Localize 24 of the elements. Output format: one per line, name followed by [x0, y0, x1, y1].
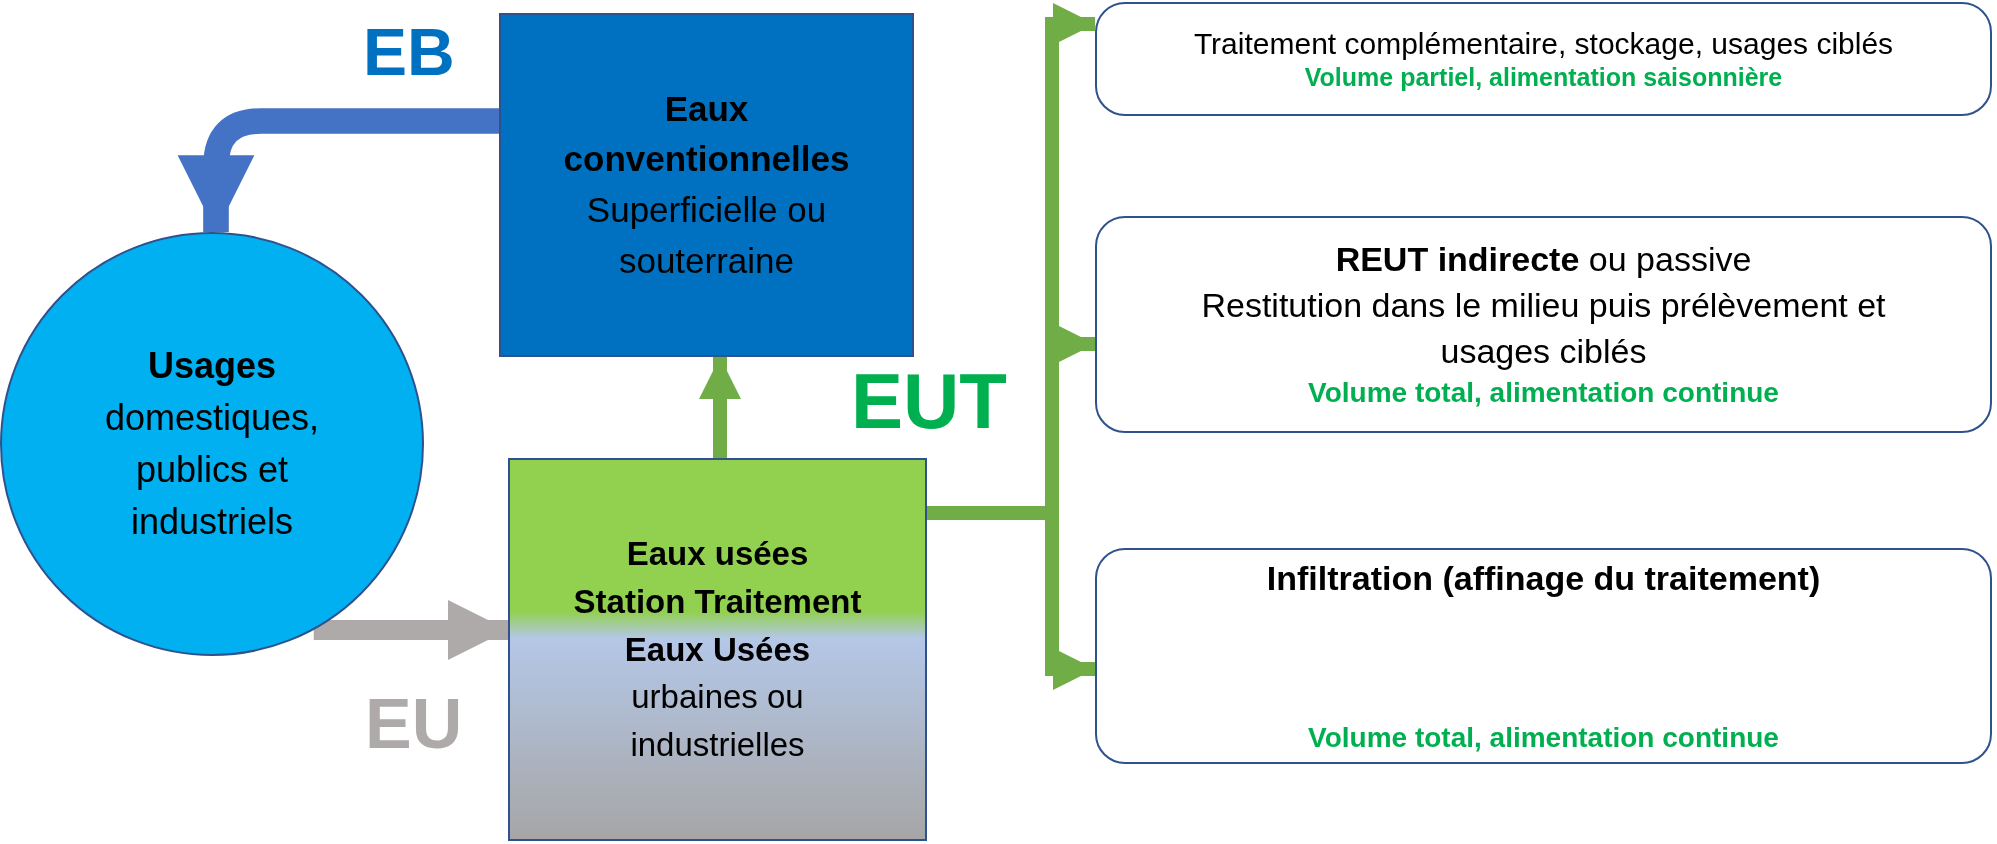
node-heading: Eaux conventionnelles	[562, 87, 851, 181]
reuse-option-box	[1095, 216, 1992, 433]
volume-note: Volume total, alimentation continue	[1308, 720, 1779, 755]
node-text: urbaines ou industrielles	[629, 677, 806, 766]
volume-note: Volume partiel, alimentation saisonnière	[1304, 62, 1783, 92]
node-text: REUT indirecte ou passive	[1335, 238, 1752, 280]
node-heading: Usages	[147, 343, 277, 388]
node-heading: Eaux usées	[626, 533, 809, 574]
flow-arrow	[177, 108, 499, 233]
reuse-option-box	[1095, 548, 1992, 764]
volume-note: Volume total, alimentation continue	[1308, 376, 1779, 411]
flow-label: EU	[365, 684, 463, 764]
flow-label: EB	[363, 14, 455, 90]
flow-arrow	[699, 357, 741, 458]
flow-label: EUT	[851, 356, 1007, 447]
node-heading: Infiltration (affinage du traitement)	[1266, 558, 1821, 599]
reuse-option-box	[1095, 2, 1992, 116]
flow-arrow	[313, 600, 508, 660]
node-text: Traitement complémentaire, stockage, usages ciblés	[1193, 26, 1894, 62]
node-text: Superficielle ou souterraine	[585, 189, 828, 282]
node-text: Restitution dans le milieu puis prélèvement et usages ciblés	[1200, 284, 1887, 372]
water-source-box	[499, 13, 914, 357]
treatment-plant-box	[508, 458, 927, 841]
node-text: domestiques, publics et industriels	[103, 395, 321, 545]
